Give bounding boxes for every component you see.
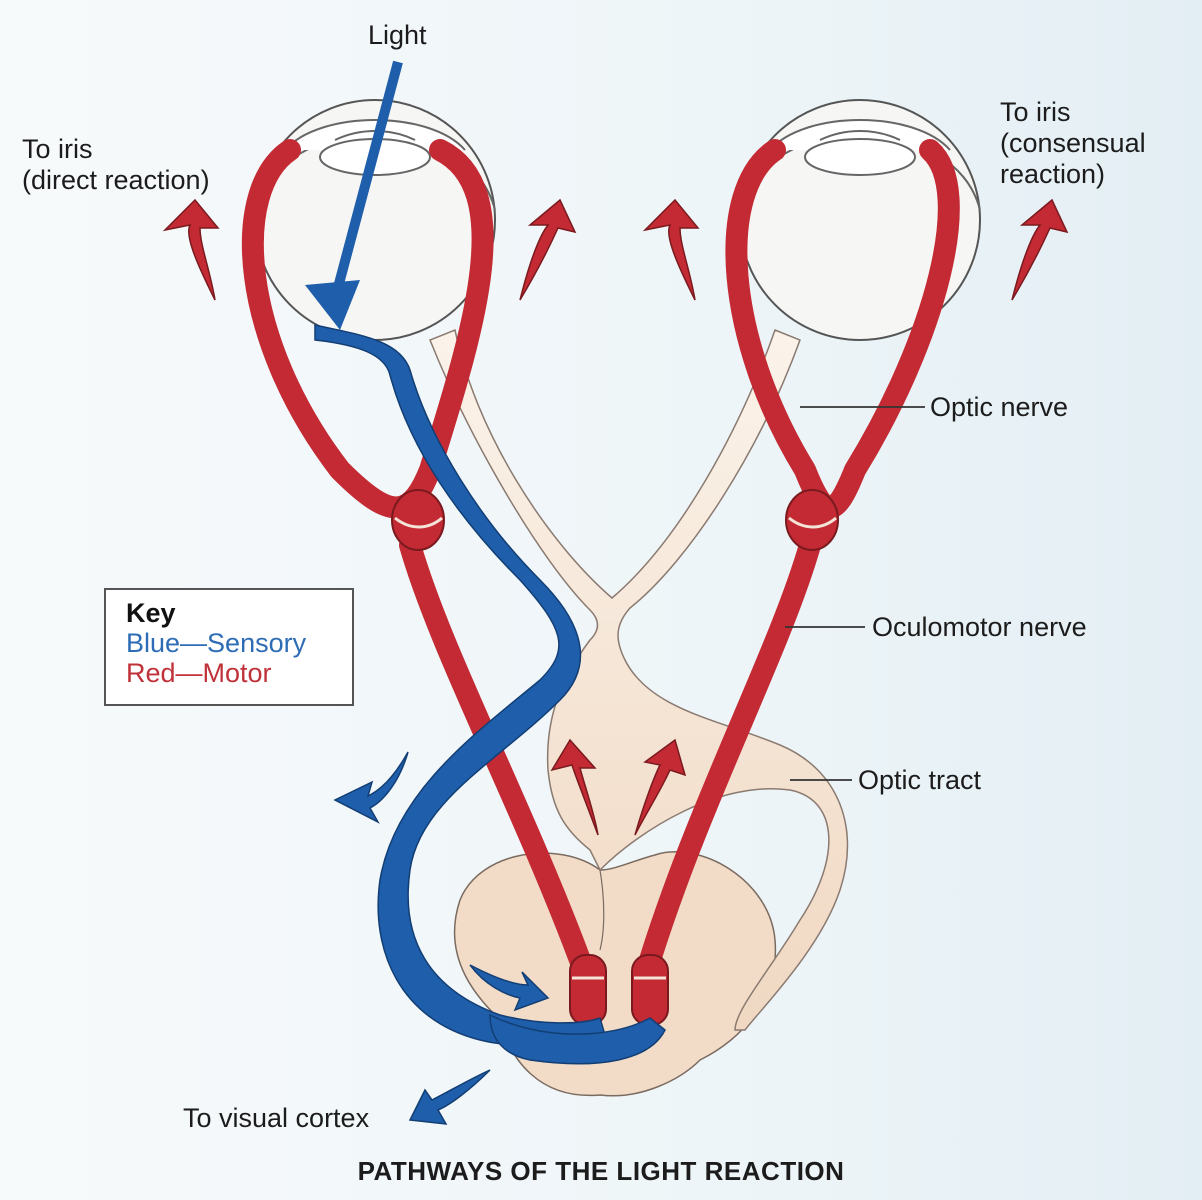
sensory-branch bbox=[489, 1013, 666, 1065]
legend-key: Key Blue—Sensory Red—Motor bbox=[104, 588, 354, 706]
light-label: Light bbox=[368, 20, 427, 50]
midbrain-up-arrows bbox=[550, 738, 687, 836]
light-arrow bbox=[305, 60, 403, 330]
to-iris-direct-label: To iris (direct reaction) bbox=[22, 134, 210, 195]
oculomotor-nerve-label: Oculomotor nerve bbox=[872, 612, 1087, 642]
to-visual-cortex-label: To visual cortex bbox=[183, 1103, 370, 1133]
leader-lines bbox=[785, 406, 925, 781]
nerve-junctions bbox=[391, 489, 839, 1026]
iris-arrows bbox=[162, 198, 1069, 301]
key-title: Key bbox=[126, 598, 176, 628]
optic-tract-label: Optic tract bbox=[858, 765, 982, 795]
to-iris-consensual-label: To iris (consensual reaction) bbox=[1000, 97, 1146, 189]
optic-nerve-label: Optic nerve bbox=[930, 392, 1069, 422]
blue-arrows bbox=[333, 751, 550, 1125]
diagram-title: PATHWAYS OF THE LIGHT REACTION bbox=[357, 1156, 845, 1186]
key-sensory: Blue—Sensory bbox=[126, 628, 307, 658]
key-motor: Red—Motor bbox=[126, 658, 272, 688]
